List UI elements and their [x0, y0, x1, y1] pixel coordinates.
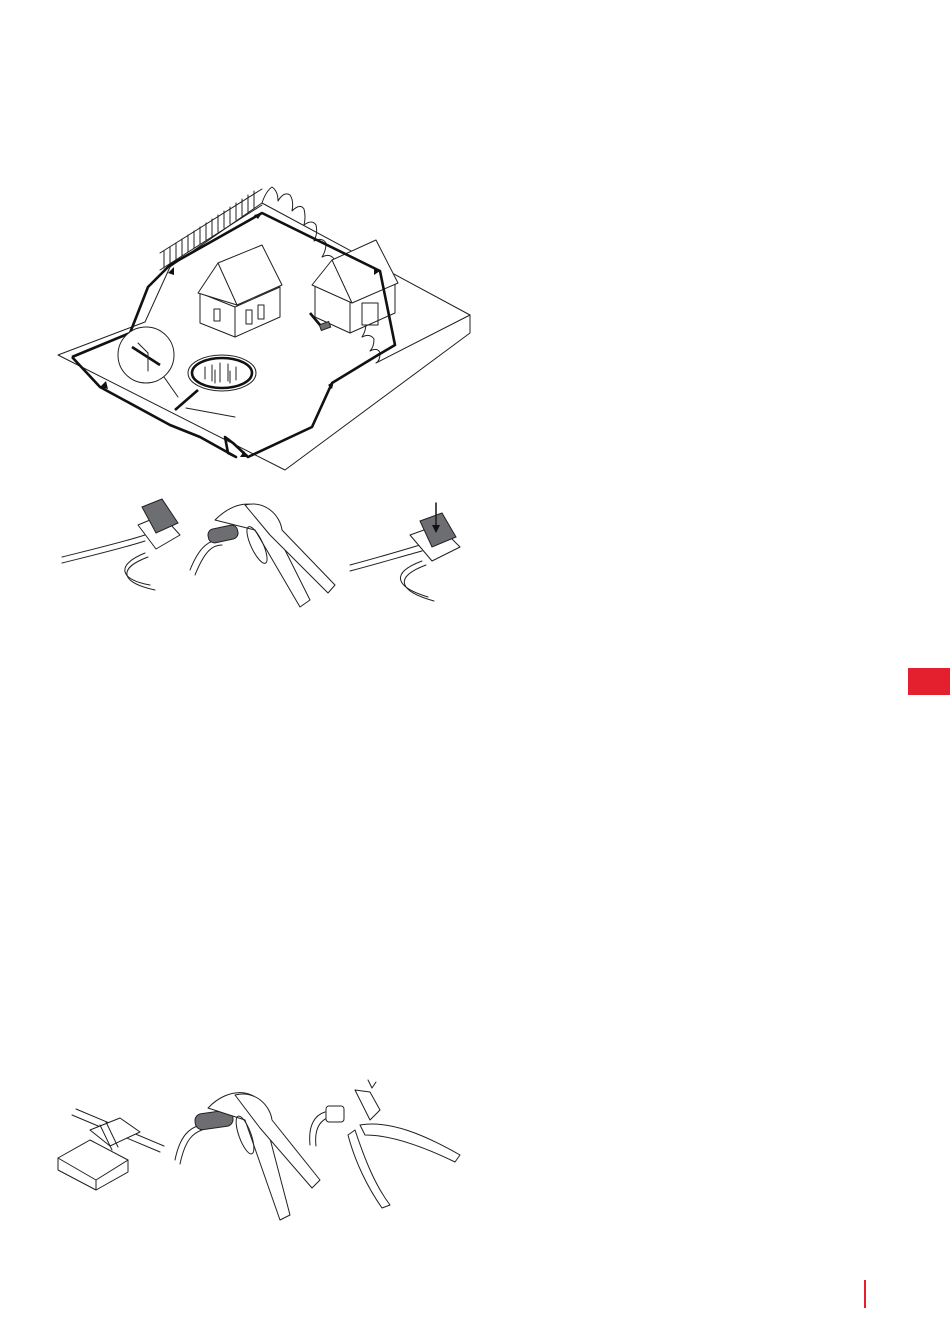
charging-station-icon [319, 321, 330, 330]
wire-joint-illustration [50, 1080, 480, 1225]
wire-coupler [58, 1109, 164, 1190]
flower-bed [188, 355, 256, 391]
wire-joint-figure [50, 1080, 480, 1225]
connector-crimping-illustration [50, 485, 480, 615]
connector-open [62, 499, 180, 590]
connector-closed [350, 503, 460, 601]
language-tab-marker [908, 668, 950, 695]
garden-illustration [50, 175, 480, 480]
pliers-joint [175, 1093, 320, 1220]
pliers-crimp [190, 504, 335, 607]
side-cutters [310, 1080, 460, 1208]
garage [312, 240, 398, 333]
house [198, 245, 282, 337]
garden-boundary-wire-figure [50, 175, 480, 480]
connector-crimping-figure [50, 485, 480, 615]
page-number-rule [864, 1280, 866, 1308]
